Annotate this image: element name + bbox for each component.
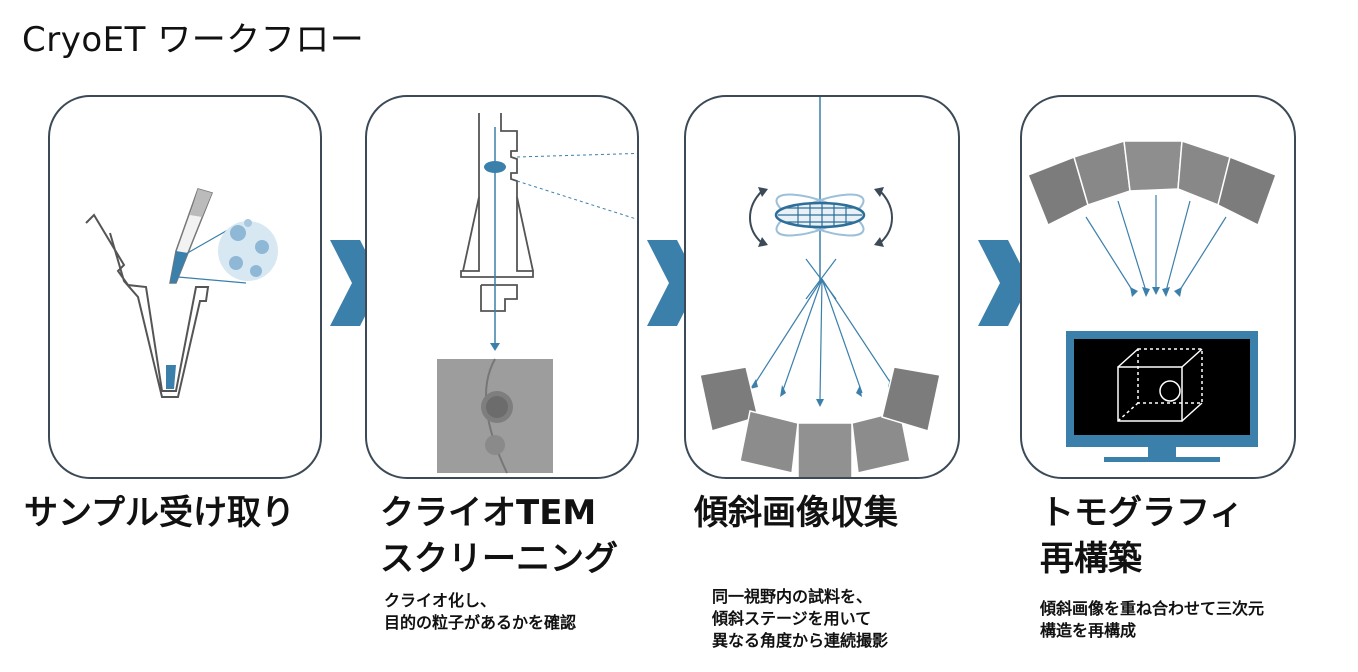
step-label-line: 傾斜画像収集 <box>694 490 898 536</box>
step-label-line: トモグラフィ <box>1040 490 1243 536</box>
pipette-tube-icon <box>50 97 322 479</box>
page-title: CryoET ワークフロー <box>22 18 364 62</box>
card-cryo-tem-screening <box>365 95 639 479</box>
step-label-line: クライオTEM <box>380 490 618 536</box>
step-label-line: スクリーニング <box>380 536 618 582</box>
card-reconstruction <box>1020 95 1296 479</box>
step-label-line: サンプル受け取り <box>24 490 295 536</box>
tilt-stage-icon <box>686 97 960 479</box>
step-description-reconstruction: 傾斜画像を重ね合わせて三次元 構造を再構成 <box>1040 598 1264 642</box>
reconstruction-monitor-icon <box>1022 97 1296 479</box>
microscope-column-icon <box>367 97 639 479</box>
card-sample-receipt <box>48 95 322 479</box>
card-tilt-series <box>684 95 960 479</box>
step-description-cryo-tem: クライオ化し、 目的の粒子があるかを確認 <box>384 590 576 634</box>
step-label-tilt-series: 傾斜画像収集 <box>694 490 898 536</box>
step-label-line: 再構築 <box>1040 536 1243 582</box>
step-description-tilt-series: 同一視野内の試料を、 傾斜ステージを用いて 異なる角度から連続撮影 <box>712 586 888 652</box>
step-label-reconstruction: トモグラフィ 再構築 <box>1040 490 1243 582</box>
step-label-sample-receipt: サンプル受け取り <box>24 490 295 536</box>
step-label-cryo-tem: クライオTEM スクリーニング <box>380 490 618 582</box>
